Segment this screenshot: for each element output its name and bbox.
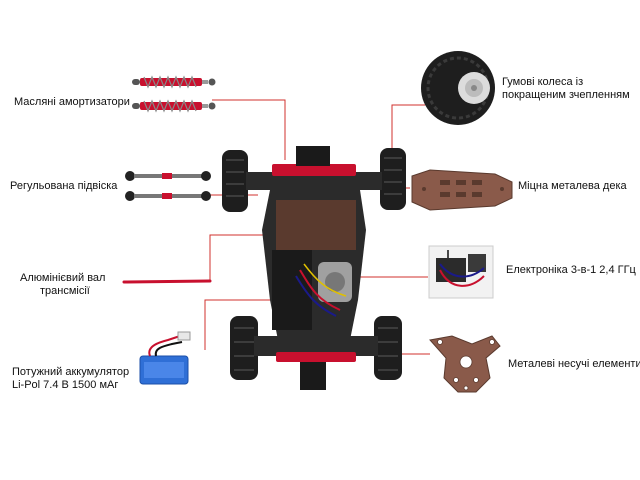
label-drive-shaft-line2: трансмісії [40, 285, 90, 297]
rc-car-chassis [222, 146, 406, 390]
electronics-icon [428, 245, 494, 299]
label-battery-line1: Потужний аккумулятор [12, 366, 130, 378]
label-battery-line2: Li-Pol 7.4 В 1500 мАг [12, 379, 119, 391]
label-drive-shaft-line1: Алюмінієвий вал [20, 272, 106, 284]
label-electronics: Електроніка 3-в-1 2,4 ГГц [506, 264, 636, 276]
suspension-link-icon [125, 171, 211, 201]
label-suspension: Регульована підвіска [10, 180, 118, 192]
label-deck: Міцна металева дека [518, 180, 627, 192]
battery-icon [139, 331, 191, 385]
drive-shaft-icon [122, 279, 212, 284]
label-tires-line2: покращеним зчепленням [502, 89, 630, 101]
label-metal-parts: Металеві несучі елементи [508, 358, 640, 370]
label-shocks: Масляні амортизатори [14, 96, 130, 108]
metal-deck-icon [411, 169, 513, 211]
callout-shocks [212, 99, 286, 160]
callout-battery [204, 299, 272, 350]
wheel-icon [421, 51, 495, 125]
shock-absorber-icon [132, 75, 216, 113]
metal-shock-tower-icon [429, 335, 501, 393]
callout-tires [391, 104, 425, 155]
label-tires-line1: Гумові колеса із [502, 76, 584, 88]
